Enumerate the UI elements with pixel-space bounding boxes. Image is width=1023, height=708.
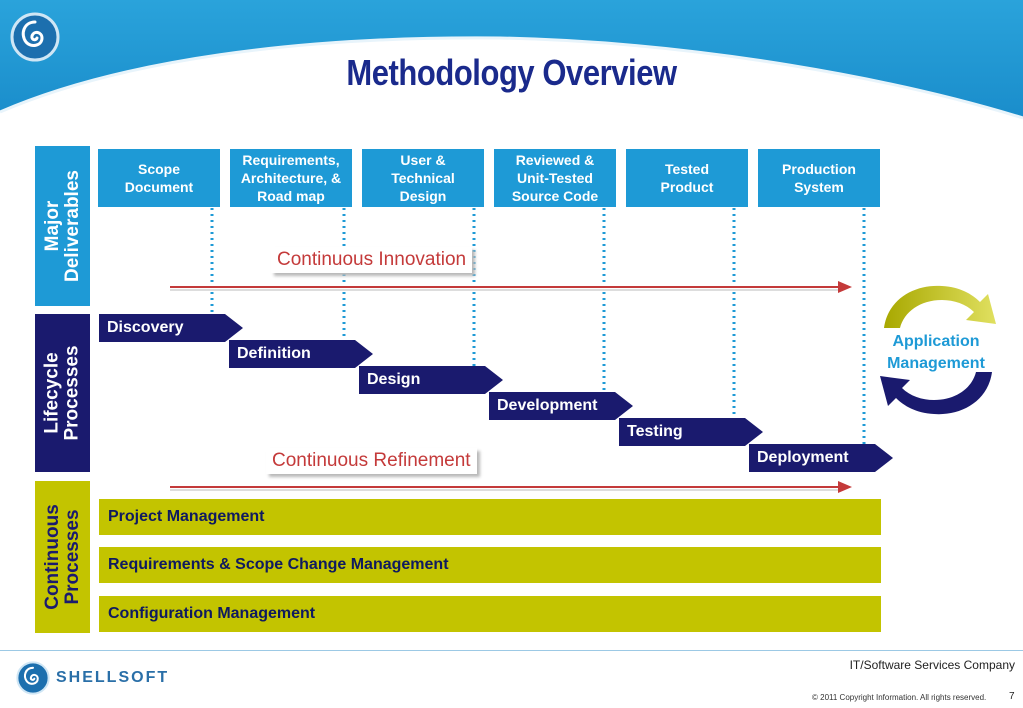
deliverable-tested-product: Tested Product <box>626 149 748 207</box>
phase-testing: Testing <box>619 418 763 446</box>
phase-design: Design <box>359 366 503 394</box>
company-tagline: IT/Software Services Company <box>849 658 1015 672</box>
phase-development: Development <box>489 392 633 420</box>
brand-name: SHELLSOFT <box>56 669 170 686</box>
deliverable-requirements: Requirements, Architecture, & Road map <box>230 149 352 207</box>
arrow-shape <box>359 366 503 394</box>
header-background <box>0 0 1023 120</box>
deliverable-source-code: Reviewed & Unit-Tested Source Code <box>494 149 616 207</box>
side-label-deliverables: Major Deliverables <box>35 146 90 306</box>
deliverable-production-system: Production System <box>758 149 880 207</box>
copyright-text: © 2011 Copyright Information. All rights… <box>812 693 987 702</box>
spiral-logo-icon <box>10 12 60 62</box>
arrow-shape <box>489 392 633 420</box>
side-label-continuous: Continuous Processes <box>35 481 90 633</box>
continuous-configuration-management: Configuration Management <box>99 596 881 632</box>
arrow-shape <box>229 340 373 368</box>
arrow-shape <box>749 444 893 472</box>
page-number: 7 <box>1009 691 1015 702</box>
application-management-label: Application Management <box>887 333 985 372</box>
side-label-lifecycle: Lifecycle Processes <box>35 314 90 472</box>
continuous-requirements-change-management: Requirements & Scope Change Management <box>99 547 881 583</box>
footer-logo: SHELLSOFT <box>16 660 169 696</box>
cycle-arrows-icon <box>880 285 996 415</box>
innovation-arrow <box>170 281 852 293</box>
deliverable-design: User & Technical Design <box>362 149 484 207</box>
continuous-refinement-callout: Continuous Refinement <box>266 448 477 474</box>
footer-divider <box>0 650 1023 651</box>
arrow-shape <box>99 314 243 342</box>
continuous-project-management: Project Management <box>99 499 881 535</box>
phase-discovery: Discovery <box>99 314 243 342</box>
phase-definition: Definition <box>229 340 373 368</box>
continuous-innovation-callout: Continuous Innovation <box>271 247 473 273</box>
deliverable-scope-document: Scope Document <box>98 149 220 207</box>
refinement-arrow <box>170 481 852 493</box>
phase-deployment: Deployment <box>749 444 893 472</box>
page-title: Methodology Overview <box>346 52 677 93</box>
spiral-logo-icon <box>16 661 50 695</box>
arrow-shape <box>619 418 763 446</box>
